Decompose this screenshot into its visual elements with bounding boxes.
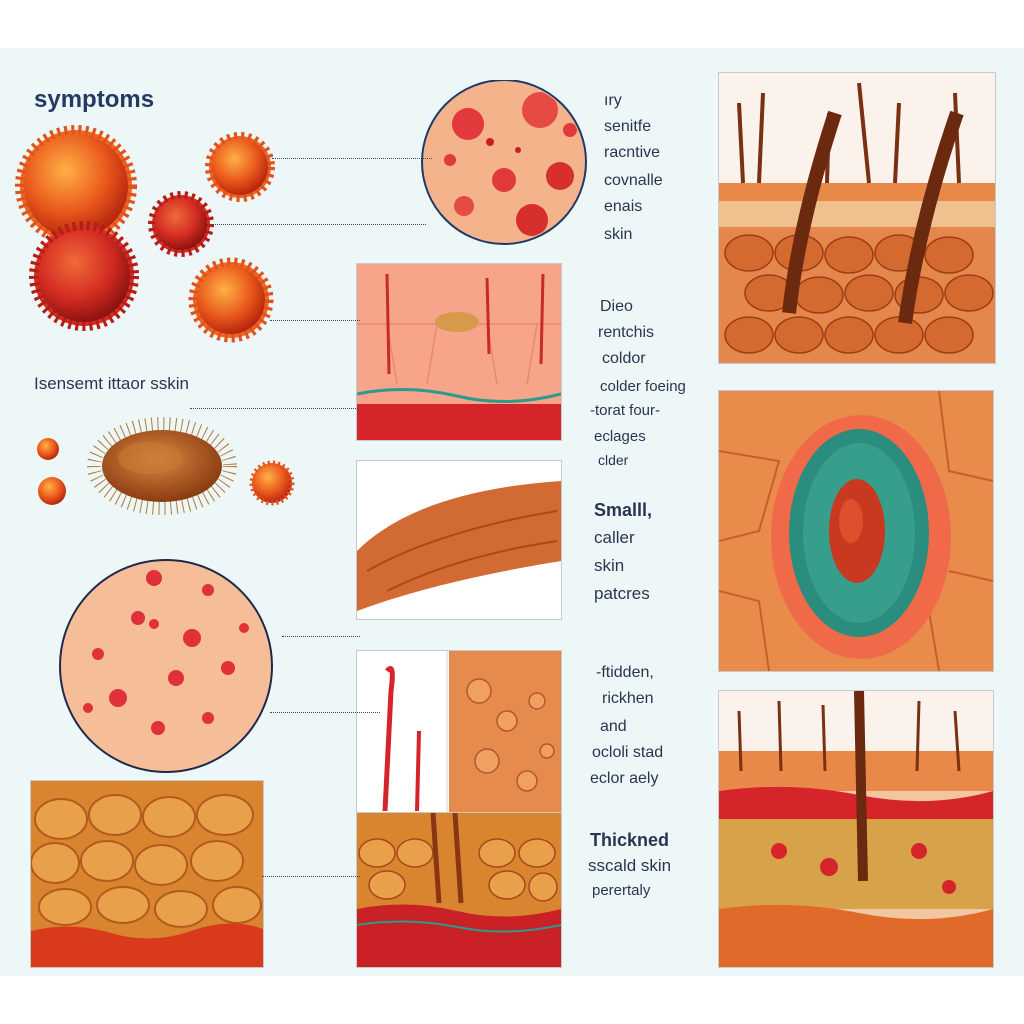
leader-line xyxy=(262,876,360,877)
color-label-3: coldor xyxy=(602,350,646,367)
color-label-7: clder xyxy=(598,452,629,468)
leader-line xyxy=(270,320,360,321)
color-label-2: rentchis xyxy=(598,324,655,341)
side-label: Isensemt ittaor sskin xyxy=(34,374,189,393)
thickened-skin-bumps xyxy=(356,650,562,820)
thicken-label-5: eclor aely xyxy=(590,770,659,787)
color-label-1: Dieo xyxy=(600,298,633,315)
patch-label-3: skin xyxy=(594,556,625,575)
follicle-cross-section xyxy=(718,690,994,968)
color-label-6: eclages xyxy=(594,428,646,445)
color-label-5: -torat four- xyxy=(590,402,661,419)
page-title: symptoms xyxy=(34,86,155,113)
rash-closeup-circle xyxy=(421,80,587,245)
rash-label-6: skin xyxy=(604,226,633,243)
rash-label-3: racntive xyxy=(604,144,661,161)
rash-label-5: enais xyxy=(604,198,643,215)
scale-label-1: Thickned xyxy=(590,830,670,850)
leader-line xyxy=(190,408,358,409)
tissue-block-left xyxy=(30,780,264,968)
thicken-label-3: and xyxy=(600,718,627,735)
patch-label-2: caller xyxy=(594,528,635,547)
patch-label-1: Smalll, xyxy=(594,500,653,520)
color-label-4: colder foeing xyxy=(600,378,686,395)
thicken-label-1: -ftidden, xyxy=(596,664,654,681)
rash-label-1: ıry xyxy=(604,92,622,109)
thicken-label-2: rickhen xyxy=(602,690,654,707)
patch-label-4: patcres xyxy=(594,584,650,603)
pimple-closeup-circle xyxy=(59,559,273,773)
scale-label-2: sscald skin xyxy=(588,856,672,875)
lesion-closeup xyxy=(718,390,994,672)
leader-line xyxy=(272,158,432,159)
rash-label-2: senitfe xyxy=(604,118,652,135)
leader-line xyxy=(270,712,380,713)
skin-cross-section-hair xyxy=(718,72,996,364)
scale-label-3: perertaly xyxy=(592,882,651,899)
skin-layers-hair xyxy=(356,263,562,441)
leader-line xyxy=(212,224,426,225)
skin-patch-fold xyxy=(356,460,562,620)
leader-line xyxy=(282,636,360,637)
scaled-skin-layers xyxy=(356,812,562,968)
rash-label-4: covnalle xyxy=(604,172,663,189)
thicken-label-4: ocloli stad xyxy=(592,744,664,761)
